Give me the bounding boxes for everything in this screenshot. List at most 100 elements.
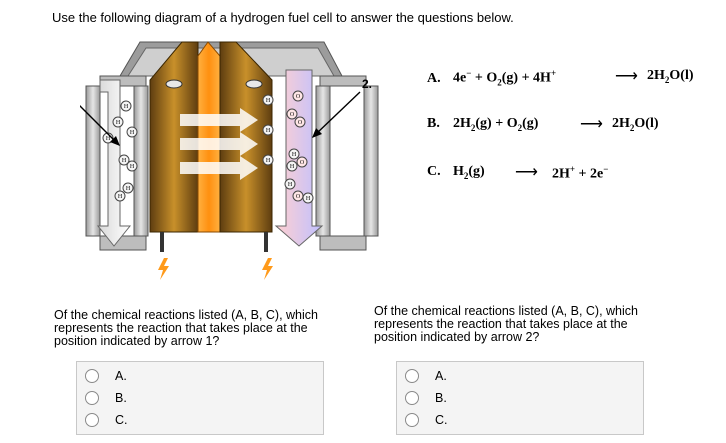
- cathode-terminal-cap: [245, 79, 263, 89]
- option-label: A.: [115, 369, 127, 383]
- reaction-arrow-icon: ⟶: [615, 68, 638, 85]
- svg-text:H: H: [124, 104, 129, 110]
- hydrogen-flow-arrow: [96, 79, 132, 247]
- svg-text:2.: 2.: [362, 77, 372, 91]
- reaction-b-hydrogen-subscript: 2: [470, 122, 476, 133]
- reaction-c: C. H2(g) ⟶ 2H+ + 2e−: [427, 164, 608, 182]
- svg-text:H: H: [130, 130, 135, 136]
- option-label: B.: [435, 391, 447, 405]
- svg-text:H: H: [290, 164, 295, 170]
- reaction-b-label: B.: [427, 116, 440, 131]
- hydrogen-ions: H H H: [262, 94, 274, 166]
- svg-text:H: H: [130, 164, 135, 170]
- question-1-option-c[interactable]: C.: [85, 412, 128, 428]
- instructions-text: Use the following diagram of a hydrogen …: [52, 10, 514, 25]
- reaction-b-oxygen-subscript: 2: [517, 122, 523, 133]
- reaction-c-electron-charge: −: [603, 164, 609, 174]
- question-2-choices: A. B. C.: [396, 361, 644, 435]
- reaction-c-electrons: + 2e: [575, 166, 604, 182]
- right-housing: [315, 75, 379, 251]
- radio-button[interactable]: [405, 413, 419, 427]
- reaction-b-water-subscript: 2: [629, 122, 635, 133]
- radio-button[interactable]: [85, 391, 99, 405]
- radio-button[interactable]: [405, 391, 419, 405]
- question-1-option-b[interactable]: B.: [85, 390, 127, 406]
- reaction-c-protons: 2H: [552, 166, 570, 182]
- svg-text:H: H: [266, 158, 271, 164]
- arrow-1-pointer: 1.: [80, 105, 120, 146]
- reaction-a-water-coef: 2H: [647, 68, 665, 83]
- svg-text:O: O: [296, 194, 301, 200]
- reaction-a-electron-charge: −: [466, 68, 472, 78]
- reaction-a: A.4e− + O2(g) + 4H+ ⟶ 2H2O(l): [427, 68, 694, 88]
- svg-text:O: O: [296, 94, 301, 100]
- svg-text:H: H: [266, 128, 271, 134]
- radio-button[interactable]: [405, 369, 419, 383]
- reaction-a-oxygen-subscript: 2: [497, 77, 502, 88]
- reaction-a-label: A.: [427, 70, 441, 86]
- svg-text:H: H: [122, 158, 127, 164]
- reaction-a-protons: + 4H: [518, 70, 551, 86]
- reaction-a-oxygen: + O: [471, 70, 498, 86]
- reaction-b-hydrogen: 2H: [453, 116, 471, 131]
- anode-terminal-cap: [165, 79, 183, 89]
- svg-text:H: H: [266, 98, 271, 104]
- reaction-c-proton-charge: +: [569, 164, 576, 174]
- ion-flow-arrows: [180, 108, 258, 180]
- reaction-b-hydrogen-state: (g): [475, 116, 492, 131]
- radio-button[interactable]: [85, 413, 99, 427]
- option-label: C.: [115, 413, 128, 427]
- fuel-cell-diagram: H H H H H H H H H H H O O O H O H H O H …: [80, 41, 379, 280]
- left-housing: [85, 75, 149, 251]
- svg-text:H: H: [306, 196, 311, 202]
- svg-text:O: O: [290, 112, 295, 118]
- arrow-2-pointer: 2.: [312, 77, 372, 138]
- reaction-b-product: 2H2O(l): [612, 116, 659, 133]
- option-label: C.: [435, 413, 448, 427]
- reaction-c-hydrogen-subscript: 2: [463, 170, 469, 181]
- electrolyte-membrane: [197, 41, 221, 233]
- reaction-a-water-subscript: 2: [664, 74, 670, 85]
- question-2-option-b[interactable]: B.: [405, 390, 447, 406]
- reaction-c-label: C.: [427, 164, 441, 179]
- reaction-a-water-tail: O(l): [669, 68, 694, 83]
- reaction-a-electrons: 4e: [453, 70, 467, 86]
- svg-text:O: O: [300, 160, 305, 166]
- svg-text:O: O: [298, 120, 303, 126]
- question-1-text: Of the chemical reactions listed (A, B, …: [54, 308, 318, 348]
- option-label: B.: [115, 391, 127, 405]
- reaction-c-hydrogen-state: (g): [468, 164, 485, 179]
- reaction-b: B.2H2(g) + O2(g) ⟶ 2H2O(l): [427, 116, 659, 133]
- cathode-wire: [264, 232, 268, 252]
- question-1-choices: A. B. C.: [76, 361, 324, 435]
- question-2-option-a[interactable]: A.: [405, 368, 447, 384]
- reaction-c-products: 2H+ + 2e−: [552, 164, 608, 183]
- reaction-a-product: 2H2O(l): [647, 68, 694, 85]
- reaction-c-hydrogen: H: [453, 164, 464, 179]
- reaction-b-water-coef: 2H: [612, 116, 630, 131]
- question-2-option-c[interactable]: C.: [405, 412, 448, 428]
- svg-text:H: H: [106, 136, 111, 142]
- anode-electrode: [149, 41, 199, 233]
- reaction-b-water-tail: O(l): [634, 116, 659, 131]
- reaction-a-oxygen-state: (g): [501, 70, 519, 86]
- svg-text:H: H: [292, 152, 297, 158]
- reaction-b-oxygen-state: (g): [522, 116, 539, 131]
- oxygen-molecules: O O O H O H H O H: [284, 90, 314, 204]
- anode-wire: [160, 232, 164, 252]
- question-2-text: Of the chemical reactions listed (A, B, …: [374, 304, 638, 344]
- reaction-b-oxygen: + O: [491, 116, 518, 131]
- reaction-arrow-icon: ⟶: [580, 116, 603, 133]
- radio-button[interactable]: [85, 369, 99, 383]
- option-label: A.: [435, 369, 447, 383]
- svg-text:H: H: [118, 194, 123, 200]
- hydrogen-molecules: H H H H H H H H: [102, 100, 138, 202]
- reaction-a-proton-charge: +: [550, 68, 557, 78]
- svg-text:H: H: [116, 120, 121, 126]
- reaction-arrow-icon: ⟶: [515, 164, 538, 181]
- question-1-option-a[interactable]: A.: [85, 368, 127, 384]
- svg-text:H: H: [288, 182, 293, 188]
- svg-text:H: H: [126, 186, 131, 192]
- lightning-bolt-icon: [158, 258, 169, 280]
- lightning-bolt-icon: [262, 258, 273, 280]
